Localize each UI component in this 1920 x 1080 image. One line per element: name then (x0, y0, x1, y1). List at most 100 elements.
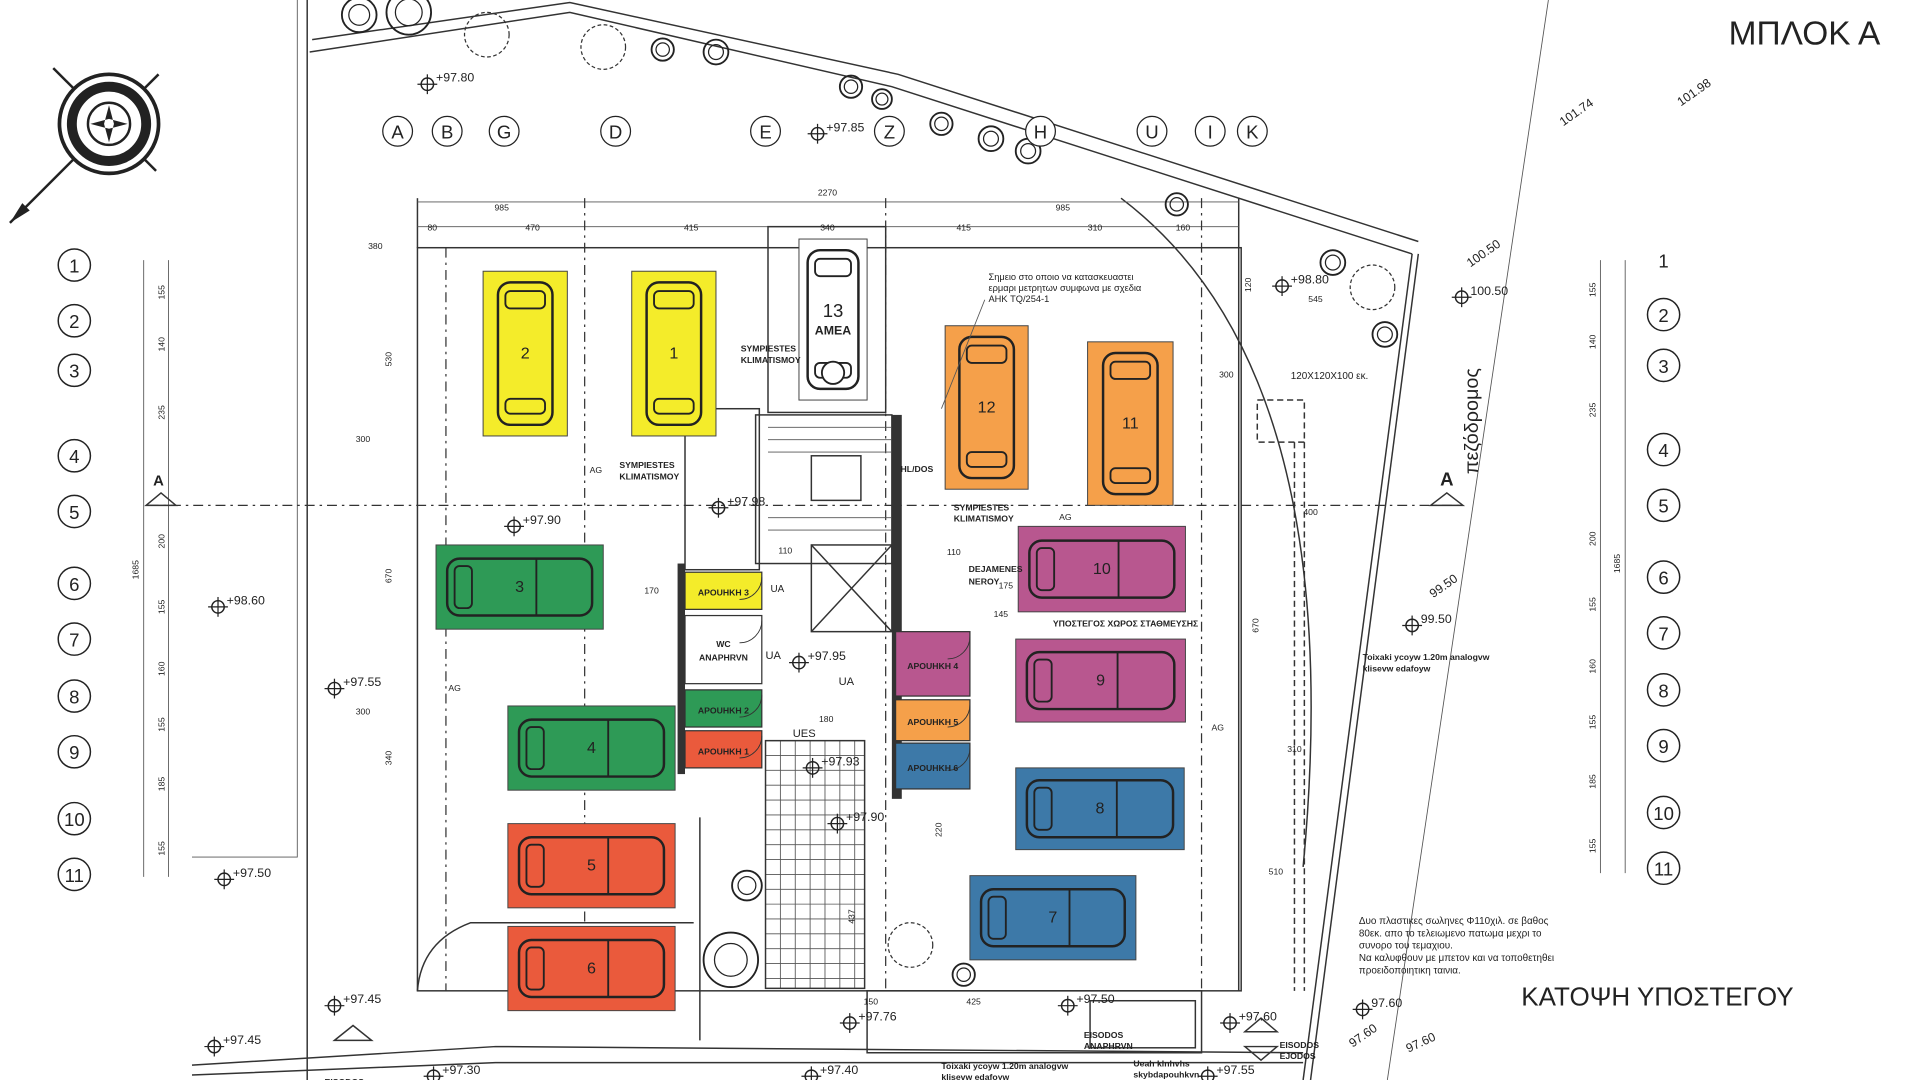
parking-space-12: 12 (944, 325, 1029, 490)
parking-number: 2 (521, 345, 530, 363)
shrub-icon (1349, 264, 1396, 311)
meter-cabinet-note: Σημειο στο οποιο να κατασκευαστει (988, 272, 1133, 282)
level-value: 100.50 (1470, 284, 1508, 298)
tree-icon (977, 125, 1005, 153)
level-value: 97.60 (1404, 1030, 1438, 1056)
column-axis-marker: A (382, 115, 414, 147)
dimension: 170 (644, 585, 659, 595)
row-dimension-right: 155 (1587, 839, 1597, 854)
row-dimension-left: 155 (157, 285, 167, 300)
parking-area-label: ΥΠΟΣΤΕΓΟΣ ΧΩΡΟΣ ΣΤΑΘΜΕΥΣΗΣ (1053, 619, 1198, 629)
row-dimension-left: 155 (157, 841, 167, 856)
wall-note: Toixaki ycoyw 1.20m analogvw (941, 1061, 1068, 1071)
parking-space-5: 5 (507, 823, 676, 909)
level-value: +97.76 (858, 1010, 896, 1024)
ac-units-label: KLIMATISMOY (954, 513, 1014, 523)
level-value: +98.80 (1291, 273, 1329, 287)
dimension: 220 (933, 822, 943, 837)
accessible-parking-label: ΑΜΕΑ (815, 323, 852, 337)
dimension: 180 (819, 714, 834, 724)
plan-title: ΚΑΤΟΨΗ ΥΠΟΣΤΕΓΟΥ (1521, 982, 1793, 1012)
row-axis-marker-right: 10 (1646, 795, 1681, 830)
car-icon (645, 281, 703, 427)
level-value: +97.45 (343, 992, 381, 1006)
row-axis-label: 7 (69, 630, 79, 651)
dimension: 380 (368, 241, 383, 251)
level-value: +97.90 (846, 810, 884, 824)
pipes-note: προειδοποιητικη ταινια. (1359, 965, 1461, 976)
level-value: 97.60 (1371, 996, 1402, 1010)
level-marker: +98.80 (1272, 273, 1329, 297)
door-swing-icon (947, 704, 971, 728)
storage-room: ΑΡΟUΗΚΗ 2 (684, 689, 763, 728)
row-axis-label: 7 (1658, 623, 1668, 644)
drawing-title: ΜΠΛΟΚ Α (1729, 16, 1881, 53)
level-marker: 99.50 (1402, 612, 1452, 636)
shrub-icon (887, 922, 934, 968)
tree-icon (1371, 321, 1399, 348)
level-marker: +97.40 (801, 1063, 858, 1080)
row-axis-marker-right: 1 (1658, 251, 1668, 272)
dimension: 120 (1243, 277, 1253, 292)
ues-label: UES (793, 728, 816, 740)
level-value: +97.50 (1076, 992, 1114, 1006)
car-icon (958, 335, 1016, 480)
parking-number: 3 (515, 578, 524, 596)
level-marker: +97.60 (1220, 1010, 1277, 1033)
tree-icon (871, 88, 893, 110)
dimension: 425 (966, 996, 981, 1006)
row-dimension-right: 155 (1587, 715, 1597, 730)
row-dimension-left: 235 (157, 405, 167, 420)
level-value: 100.50 (1464, 237, 1503, 270)
storage-room: ΑΡΟUΗΚΗ 3 (684, 571, 763, 610)
column-axis-label: A (391, 122, 404, 143)
row-axis-marker-left: 10 (57, 801, 92, 836)
row-axis-marker-right: 6 (1646, 560, 1681, 594)
car-icon (1025, 779, 1175, 839)
row-axis-label: 6 (69, 574, 79, 595)
shrub-icon (580, 24, 627, 70)
wheelchair-icon (820, 360, 846, 385)
column-axis-marker: I (1194, 115, 1226, 147)
tree-icon (951, 962, 976, 987)
shrub-icon (463, 11, 510, 58)
water-tanks-label: NEROY (969, 577, 1000, 587)
level-value: +97.30 (442, 1063, 480, 1077)
parking-space-7: 7 (969, 875, 1137, 961)
level-marker: 97.60 (1352, 996, 1402, 1020)
column-axis-label: E (759, 122, 771, 143)
row-axis-marker-right: 4 (1646, 432, 1681, 467)
column-axis-label: D (609, 122, 622, 143)
dimension: 145 (994, 609, 1009, 619)
wall-note: klisevw edafoyw (941, 1072, 1009, 1080)
row-dimension-right: 155 (1587, 597, 1597, 612)
parking-number: 10 (1093, 560, 1111, 578)
row-dimension-right: 200 (1587, 531, 1597, 546)
tree-icon (702, 38, 730, 66)
dimension: 160 (1176, 222, 1191, 232)
entrance-disabled-label: EISODOS (1084, 1030, 1124, 1040)
level-value: +97.50 (233, 866, 271, 880)
dimension: 670 (1251, 618, 1261, 633)
dimension: 985 (1056, 203, 1071, 213)
parking-space-6: 6 (507, 925, 676, 1012)
level-value: 99.50 (1427, 571, 1460, 600)
row-axis-marker-left: 6 (57, 566, 92, 601)
storage-room-label: ΑΡΟUΗΚΗ 1 (698, 746, 749, 756)
dimension: 340 (820, 222, 835, 232)
entrance-exit-label: EISODOS (1280, 1040, 1320, 1050)
parking-space-2: 2 (482, 270, 568, 437)
row-axis-label: 2 (69, 311, 79, 332)
storage-room: ΑΡΟUΗΚΗ 4 (894, 631, 971, 697)
parking-number: 1 (669, 345, 678, 363)
row-axis-marker-left: 4 (57, 438, 92, 473)
door-swing-icon (739, 735, 763, 759)
ac-units-label: KLIMATISMOY (619, 471, 679, 481)
dimension: 310 (1088, 222, 1103, 232)
level-value: 101.98 (1675, 76, 1714, 109)
row-axis-marker-right: 11 (1646, 851, 1681, 886)
ac-units-label: SYMPIESTES (954, 502, 1010, 512)
dimension: 340 (383, 751, 393, 766)
